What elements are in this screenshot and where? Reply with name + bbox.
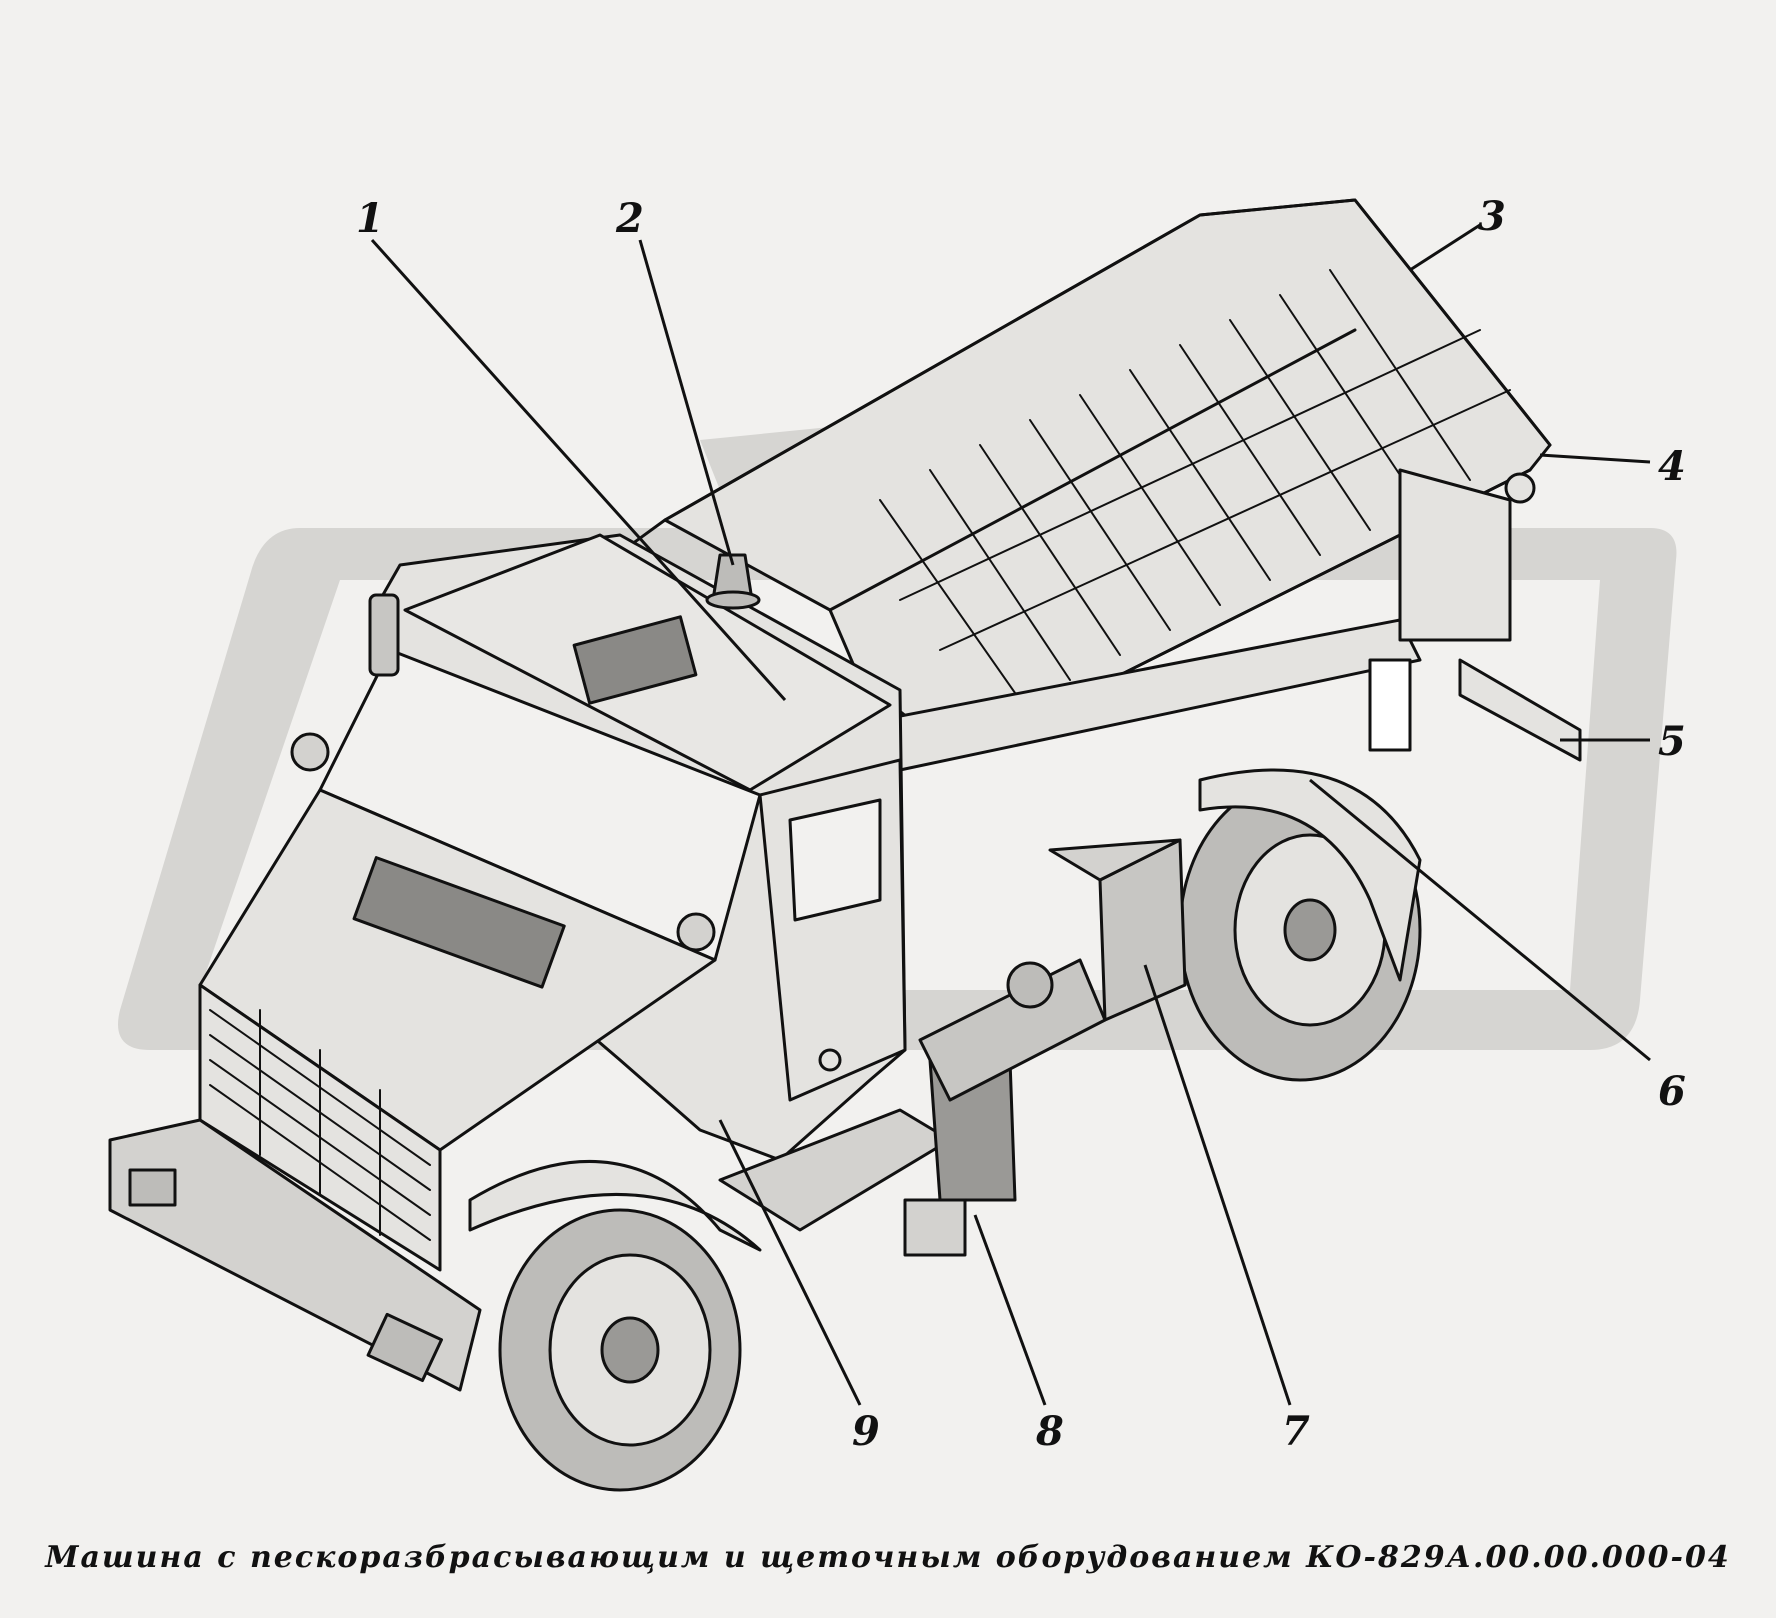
leader-line-2 — [638, 239, 735, 566]
leader-line-4 — [1539, 453, 1651, 464]
leader-line-9 — [718, 1119, 862, 1406]
callout-number-7: 7 — [1282, 1408, 1310, 1455]
leader-line-6 — [1309, 778, 1651, 1062]
callout-number-4: 4 — [1658, 443, 1686, 490]
leader-line-8 — [973, 1214, 1047, 1406]
beacon-light — [705, 553, 761, 610]
figure-caption: Машина с пескоразбрасывающим и щеточным … — [45, 1540, 1731, 1575]
chassis-frame — [878, 468, 1582, 772]
water-tank — [1048, 838, 1187, 1022]
callout-number-5: 5 — [1658, 718, 1686, 765]
callout-number-3: 3 — [1478, 193, 1506, 240]
side-tanks — [918, 958, 1107, 1102]
front-wheel — [468, 1159, 762, 1492]
leader-line-7 — [1143, 964, 1292, 1406]
callout-number-6: 6 — [1658, 1068, 1686, 1115]
leader-lines — [370, 223, 1651, 1406]
rear-wheel — [1178, 768, 1422, 1082]
hopper-grate — [879, 269, 1511, 701]
front-grille — [108, 983, 482, 1392]
leader-line-1 — [370, 238, 787, 702]
callout-number-1: 1 — [356, 195, 384, 242]
callout-number-2: 2 — [615, 195, 644, 242]
leader-line-3 — [1409, 223, 1481, 272]
callout-number-8: 8 — [1035, 1408, 1064, 1455]
callout-number-9: 9 — [852, 1408, 880, 1455]
sand-hopper — [608, 198, 1552, 737]
cab — [290, 533, 907, 1162]
